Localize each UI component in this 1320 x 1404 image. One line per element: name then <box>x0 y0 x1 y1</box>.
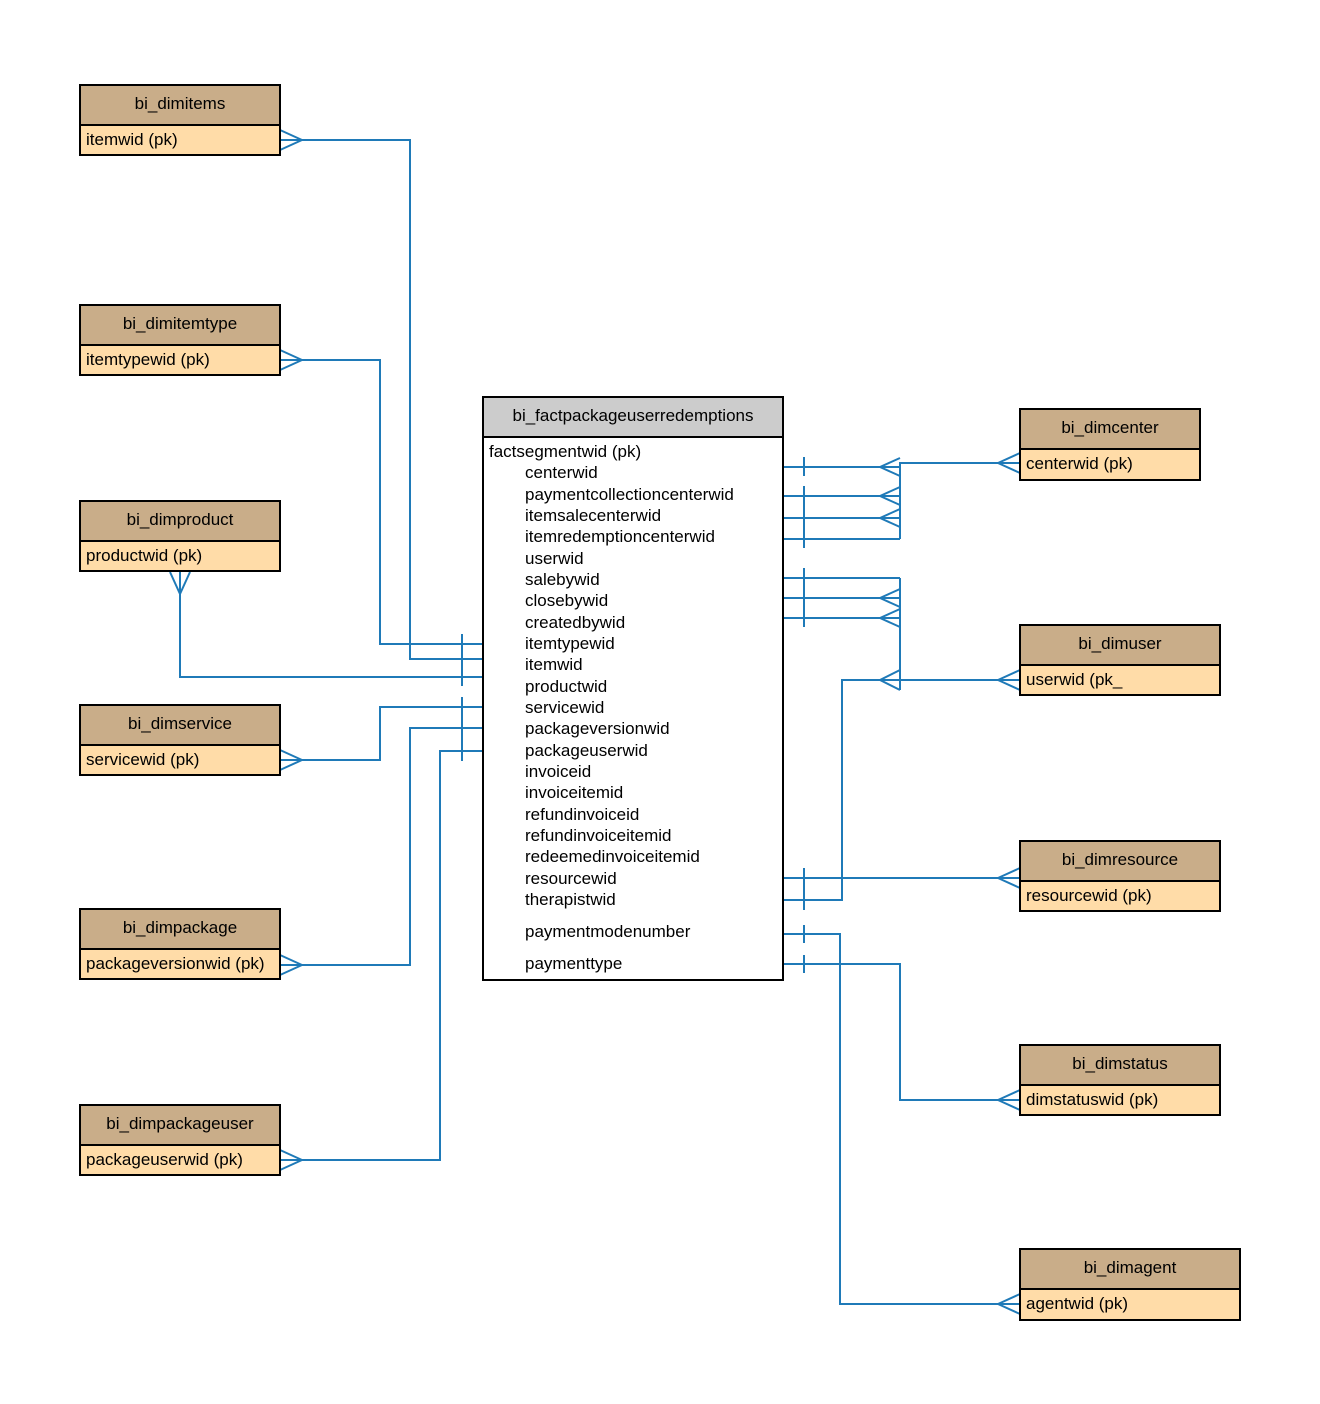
crowfoot-user-fk2 <box>879 588 901 608</box>
rel-agent <box>784 933 1020 1305</box>
entity-title: bi_dimcenter <box>1021 410 1199 450</box>
crowfoot-package <box>279 954 303 976</box>
crowfoot-packageuser <box>279 1149 303 1171</box>
fact-pk: factsegmentwid (pk) <box>489 442 642 461</box>
crowfoot-center-fk3 <box>879 508 901 528</box>
rel-status <box>784 963 1020 1101</box>
fact-column: userwid <box>525 549 584 568</box>
fact-column: createdbywid <box>525 613 626 632</box>
rel-center <box>899 462 1020 539</box>
entity-title: bi_dimservice <box>81 706 279 746</box>
fact-title: bi_factpackageuserredemptions <box>484 398 782 438</box>
fact-column: paymenttype <box>525 954 623 973</box>
entity-bi-dimitemtype[interactable]: bi_dimitemtype itemtypewid (pk) <box>79 304 281 376</box>
fact-column: centerwid <box>525 463 598 482</box>
fact-column: packageversionwid <box>525 719 670 738</box>
crowfoot-user-fk3 <box>879 608 901 628</box>
fact-column: servicewid <box>525 698 605 717</box>
fact-column: invoiceid <box>525 762 592 781</box>
entity-key: itemtypewid (pk) <box>86 350 210 369</box>
entity-bi-dimpackageuser[interactable]: bi_dimpackageuser packageuserwid (pk) <box>79 1104 281 1176</box>
entity-title: bi_dimpackageuser <box>81 1106 279 1146</box>
crowfoot-center-fk2 <box>879 486 901 506</box>
rel-itemtype <box>280 359 484 645</box>
fact-column: itemwid <box>525 655 583 674</box>
entity-key: packageuserwid (pk) <box>86 1150 243 1169</box>
entity-title: bi_dimstatus <box>1021 1046 1219 1086</box>
fact-column: paymentcollectioncenterwid <box>525 485 734 504</box>
crowfoot-itemtype <box>279 349 303 371</box>
rel-package <box>280 727 484 966</box>
entity-key: resourcewid (pk) <box>1026 886 1152 905</box>
entity-title: bi_dimproduct <box>81 502 279 542</box>
entity-bi-dimitems[interactable]: bi_dimitems itemwid (pk) <box>79 84 281 156</box>
fact-column: productwid <box>525 677 608 696</box>
fact-column: therapistwid <box>525 890 616 909</box>
entity-title: bi_dimitems <box>81 86 279 126</box>
entity-key: userwid (pk_ <box>1026 670 1123 689</box>
fact-column: resourcewid <box>525 869 617 888</box>
entity-title: bi_dimuser <box>1021 626 1219 666</box>
fact-column: itemsalecenterwid <box>525 506 662 525</box>
rel-packageuser <box>280 750 484 1161</box>
rel-service <box>280 706 484 761</box>
fact-column: refundinvoiceid <box>525 805 640 824</box>
entity-bi-dimagent[interactable]: bi_dimagent agentwid (pk) <box>1019 1248 1241 1321</box>
entity-bi-dimcenter[interactable]: bi_dimcenter centerwid (pk) <box>1019 408 1201 481</box>
entity-title: bi_dimresource <box>1021 842 1219 882</box>
entity-bi-dimresource[interactable]: bi_dimresource resourcewid (pk) <box>1019 840 1221 912</box>
fact-column: redeemedinvoiceitemid <box>525 847 700 866</box>
entity-bi-dimpackage[interactable]: bi_dimpackage packageversionwid (pk) <box>79 908 281 980</box>
crowfoot-items <box>279 129 303 151</box>
crowfoot-agent <box>997 1293 1021 1315</box>
fact-column: paymentmodenumber <box>525 922 691 941</box>
entity-bi-dimuser[interactable]: bi_dimuser userwid (pk_ <box>1019 624 1221 696</box>
fact-column: closebywid <box>525 591 609 610</box>
crowfoot-center <box>997 452 1021 474</box>
crowfoot-center-fk1 <box>879 457 901 477</box>
entity-key: agentwid (pk) <box>1026 1294 1129 1313</box>
entity-bi-dimstatus[interactable]: bi_dimstatus dimstatuswid (pk) <box>1019 1044 1221 1116</box>
entity-key: itemwid (pk) <box>86 130 178 149</box>
fact-column: packageuserwid <box>525 741 648 760</box>
crowfoot-product <box>169 571 191 595</box>
fact-column: itemtypewid <box>525 634 615 653</box>
fact-table-bi-factpackageuserredemptions[interactable]: bi_factpackageuserredemptions factsegmen… <box>482 396 784 981</box>
rel-items <box>280 139 484 660</box>
crowfoot-resource <box>997 867 1021 889</box>
entity-key: productwid (pk) <box>86 546 203 565</box>
entity-title: bi_dimitemtype <box>81 306 279 346</box>
rel-product <box>179 572 484 678</box>
entity-bi-dimproduct[interactable]: bi_dimproduct productwid (pk) <box>79 500 281 572</box>
entity-key: centerwid (pk) <box>1026 454 1133 473</box>
fact-column: salebywid <box>525 570 600 589</box>
fact-column: invoiceitemid <box>525 783 624 802</box>
fact-column: refundinvoiceitemid <box>525 826 672 845</box>
entity-key: packageversionwid (pk) <box>86 954 265 973</box>
fact-column: itemredemptioncenterwid <box>525 527 715 546</box>
crowfoot-user-bus <box>879 669 901 691</box>
crowfoot-user <box>997 669 1021 691</box>
crowfoot-status <box>997 1089 1021 1111</box>
crowfoot-service <box>279 749 303 771</box>
entity-key: dimstatuswid (pk) <box>1026 1090 1159 1109</box>
entity-key: servicewid (pk) <box>86 750 200 769</box>
rel-user <box>784 679 1020 901</box>
entity-title: bi_dimagent <box>1021 1250 1239 1290</box>
entity-title: bi_dimpackage <box>81 910 279 950</box>
entity-bi-dimservice[interactable]: bi_dimservice servicewid (pk) <box>79 704 281 776</box>
